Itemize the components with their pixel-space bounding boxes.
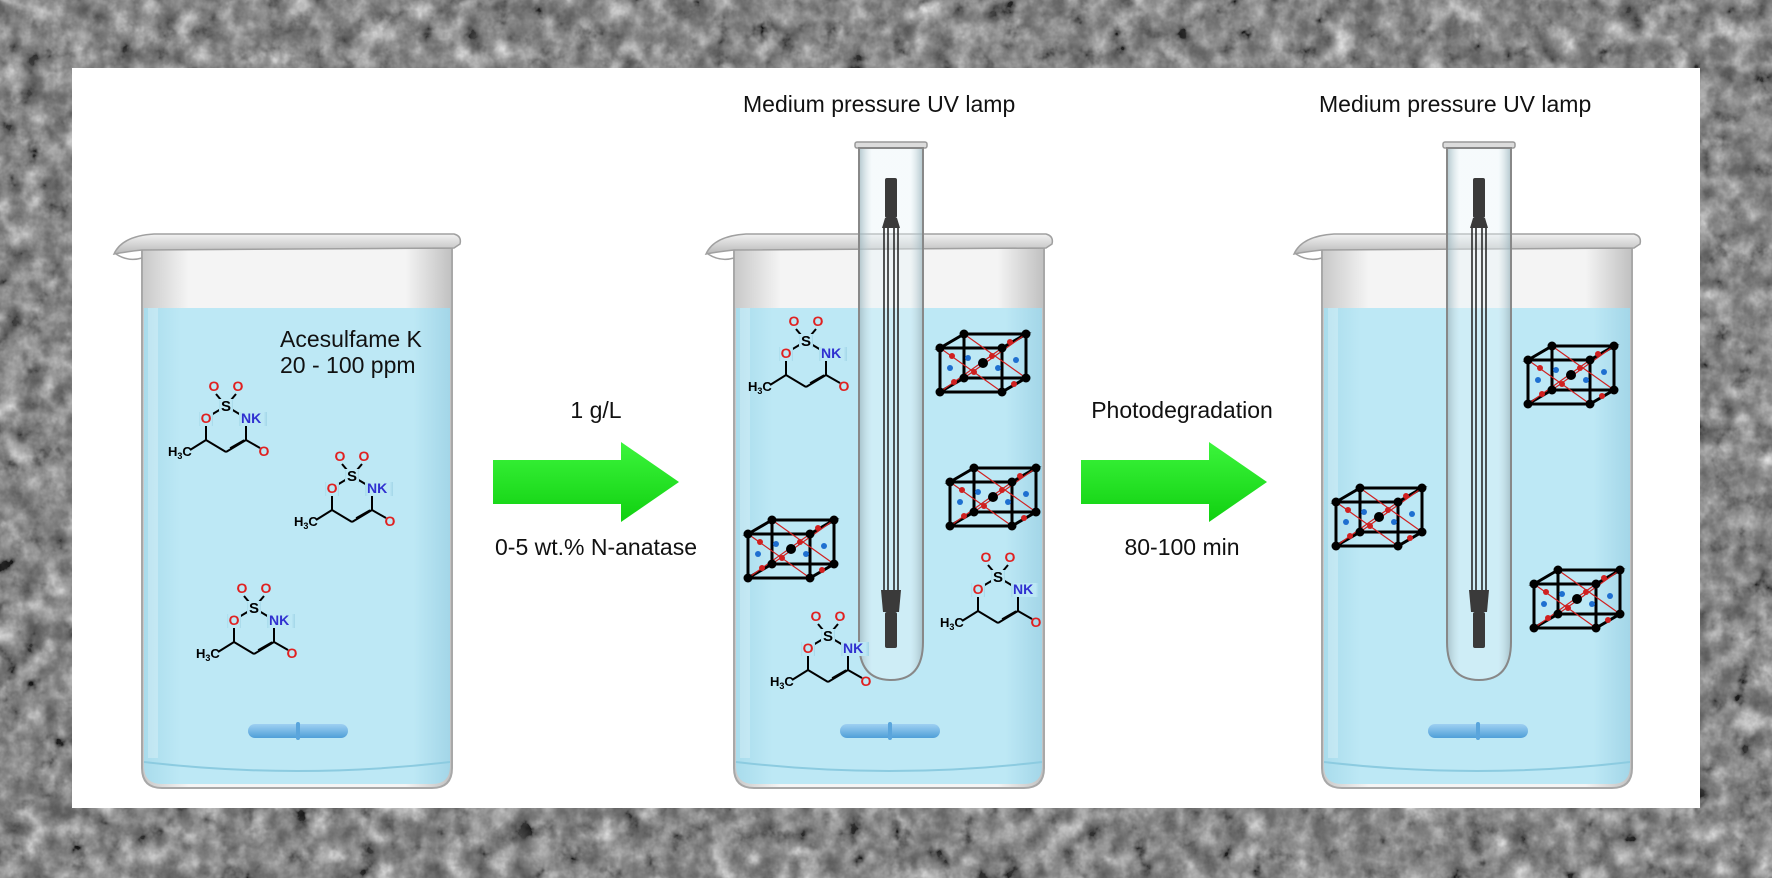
svg-text:S: S	[347, 468, 357, 485]
catalyst-loading-label: 1 g/L	[570, 397, 621, 423]
svg-text:H3C: H3C	[294, 514, 318, 531]
svg-text:S: S	[221, 398, 231, 415]
svg-text:O: O	[229, 612, 240, 628]
svg-text:O: O	[209, 378, 220, 394]
svg-text:S: S	[993, 569, 1003, 586]
acesulfame-name-label: Acesulfame K	[280, 326, 423, 352]
acesulfame-molecule: O S O O NK O H3C	[940, 549, 1042, 632]
svg-text:O: O	[287, 645, 298, 661]
catalyst-type-label: 0-5 wt.% N-anatase	[495, 534, 697, 560]
svg-text:NK: NK	[269, 612, 289, 628]
svg-text:S: S	[249, 600, 259, 617]
svg-text:O: O	[811, 608, 822, 624]
svg-text:NK: NK	[367, 480, 387, 496]
svg-text:H3C: H3C	[748, 379, 772, 396]
svg-text:O: O	[327, 480, 338, 496]
acesulfame-molecule: O S O O NK O H3C	[770, 608, 872, 691]
svg-text:O: O	[981, 549, 992, 565]
svg-text:NK: NK	[843, 640, 863, 656]
beaker-1	[113, 233, 462, 789]
svg-text:O: O	[359, 448, 370, 464]
stir-bar-3	[1428, 722, 1528, 740]
svg-text:O: O	[789, 313, 800, 329]
svg-text:O: O	[839, 378, 850, 394]
svg-text:O: O	[973, 581, 984, 597]
svg-text:S: S	[823, 628, 833, 645]
svg-text:H3C: H3C	[940, 615, 964, 632]
uv-lamp-2	[1442, 141, 1516, 681]
acesulfame-concentration-label: 20 - 100 ppm	[280, 352, 416, 378]
svg-text:H3C: H3C	[770, 674, 794, 691]
reaction-time-label: 80-100 min	[1124, 534, 1239, 560]
svg-text:O: O	[1005, 549, 1016, 565]
svg-text:H3C: H3C	[196, 646, 220, 663]
svg-text:O: O	[259, 443, 270, 459]
svg-text:O: O	[835, 608, 846, 624]
svg-text:O: O	[813, 313, 824, 329]
svg-text:O: O	[861, 673, 872, 689]
svg-text:O: O	[201, 410, 212, 426]
svg-text:H3C: H3C	[168, 444, 192, 461]
svg-text:O: O	[781, 345, 792, 361]
svg-text:NK: NK	[241, 410, 261, 426]
stir-bar-1	[248, 722, 348, 740]
svg-text:O: O	[237, 580, 248, 596]
acesulfame-molecule: O S O O NK O H3C	[748, 313, 850, 396]
svg-text:NK: NK	[821, 345, 841, 361]
acesulfame-molecule: O S O O NK O H3C	[168, 378, 270, 461]
svg-text:O: O	[1031, 614, 1042, 630]
svg-text:O: O	[385, 513, 396, 529]
svg-text:O: O	[233, 378, 244, 394]
svg-text:NK: NK	[1013, 581, 1033, 597]
svg-text:O: O	[261, 580, 272, 596]
svg-text:S: S	[801, 333, 811, 350]
arrow-1	[493, 442, 679, 522]
photodegradation-label: Photodegradation	[1091, 397, 1273, 423]
diagram-panel: O S O O NK O H3C O S O O NK O H3C O S O …	[72, 68, 1700, 808]
uv-lamp-label-1: Medium pressure UV lamp	[743, 91, 1015, 117]
uv-lamp-label-2: Medium pressure UV lamp	[1319, 91, 1591, 117]
acesulfame-molecule: O S O O NK O H3C	[294, 448, 396, 531]
arrow-2	[1081, 442, 1267, 522]
stir-bar-2	[840, 722, 940, 740]
process-diagram: O S O O NK O H3C O S O O NK O H3C O S O …	[113, 91, 1642, 789]
svg-text:O: O	[803, 640, 814, 656]
uv-lamp-1	[854, 141, 928, 681]
acesulfame-molecule: O S O O NK O H3C	[196, 580, 298, 663]
svg-text:O: O	[335, 448, 346, 464]
